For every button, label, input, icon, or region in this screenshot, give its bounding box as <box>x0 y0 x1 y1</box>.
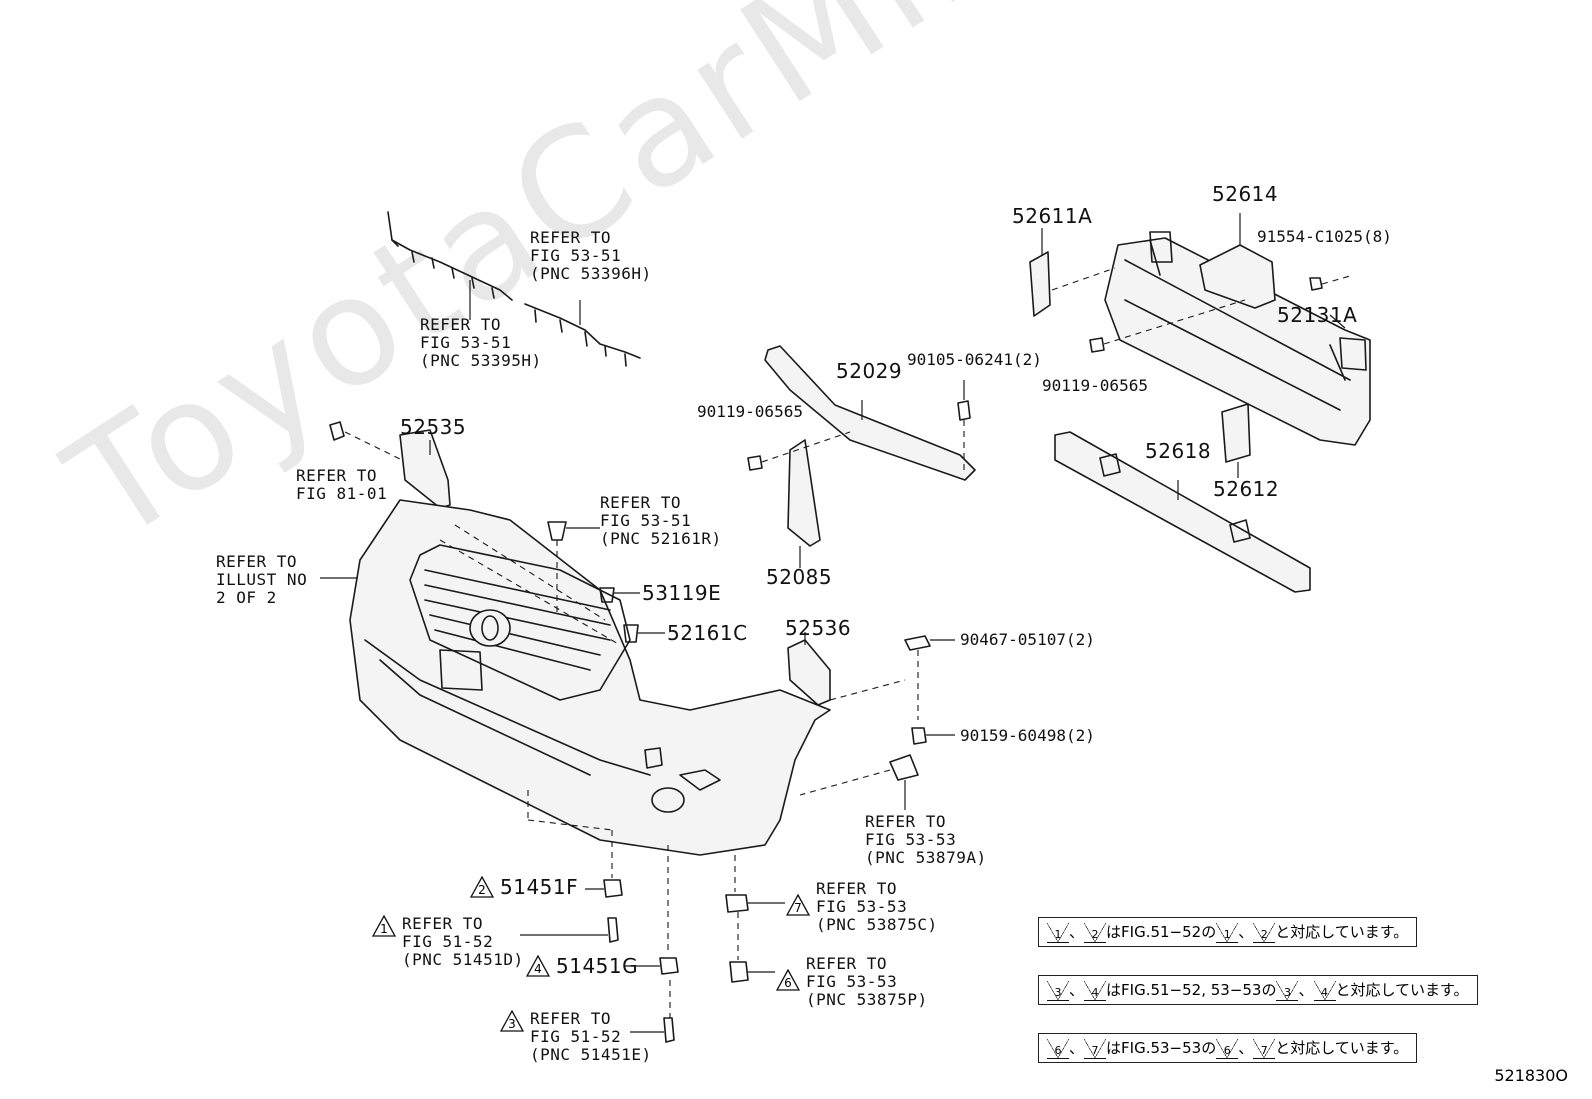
ref-51451E-row: 3 REFER TO FIG 51-52 (PNC 51451E) <box>500 1010 652 1064</box>
emblem <box>469 609 511 647</box>
label-91554: 91554-C1025(8) <box>1257 227 1392 246</box>
bolt-90159 <box>911 727 927 745</box>
label-52536: 52536 <box>785 616 852 640</box>
legend-text: と対応しています。 <box>1335 981 1469 999</box>
pad-52612 <box>1221 403 1251 463</box>
clip-90467 <box>904 635 931 651</box>
label-52029: 52029 <box>836 359 903 383</box>
label-52085: 52085 <box>766 565 833 589</box>
marker-triangle-3: 3 <box>500 1010 524 1032</box>
legend-text: はFIG.51−52, 53−53の <box>1106 981 1277 999</box>
marker-triangle-1: 1 <box>372 915 396 937</box>
label-90119-left: 90119-06565 <box>697 402 803 421</box>
label-90119-right: 90119-06565 <box>1042 376 1148 395</box>
ref-53875C-row: 7 REFER TO FIG 53-53 (PNC 53875C) <box>786 880 938 934</box>
legend-triangle: 6 <box>1216 1038 1239 1059</box>
legend-triangle: 1 <box>1047 922 1069 943</box>
marker-triangle-2: 2 <box>470 876 494 898</box>
label-51451G-row: 4 51451G <box>526 955 638 977</box>
ref-51451D-row: 1 REFER TO FIG 51-52 (PNC 51451D) <box>372 915 524 969</box>
ref-53875C: REFER TO FIG 53-53 (PNC 53875C) <box>816 879 938 934</box>
label-52614: 52614 <box>1212 182 1279 206</box>
marker-triangle-6: 6 <box>776 969 800 991</box>
label-52612: 52612 <box>1213 477 1280 501</box>
marker-triangle-4: 4 <box>526 955 550 977</box>
label-52618: 52618 <box>1145 439 1212 463</box>
label-90159: 90159-60498(2) <box>960 726 1095 745</box>
legend-text: と対応しています。 <box>1275 1039 1409 1057</box>
ref-53879A: REFER TO FIG 53-53 (PNC 53879A) <box>865 812 987 867</box>
legend-triangle: 7 <box>1084 1038 1107 1059</box>
label-51451G: 51451G <box>556 954 639 978</box>
marker-triangle-7: 7 <box>786 894 810 916</box>
molding-upper-left <box>387 211 513 301</box>
ref-51451E: REFER TO FIG 51-52 (PNC 51451E) <box>530 1009 652 1064</box>
label-51451F: 51451F <box>500 875 579 899</box>
support-52029 <box>764 345 976 481</box>
legend-text: はFIG.53−53の <box>1106 1039 1217 1057</box>
legend-triangle: 2 <box>1084 922 1107 943</box>
legend-triangle: 6 <box>1047 1038 1069 1059</box>
grille <box>409 544 631 701</box>
legend-triangle: 1 <box>1216 922 1239 943</box>
legend-triangle: 4 <box>1313 980 1336 1001</box>
ref-51451D: REFER TO FIG 51-52 (PNC 51451D) <box>402 914 524 969</box>
label-51451F-row: 2 51451F <box>470 876 578 898</box>
label-52161C: 52161C <box>667 621 748 645</box>
pad-52611A <box>1029 251 1051 317</box>
legend-triangle: 7 <box>1253 1038 1276 1059</box>
label-53119E: 53119E <box>642 581 722 605</box>
legend-triangle: 3 <box>1047 980 1069 1001</box>
legend-text: はFIG.51−52の <box>1106 923 1217 941</box>
stay-52085 <box>787 439 821 547</box>
ref-53875P-row: 6 REFER TO FIG 53-53 (PNC 53875P) <box>776 955 928 1009</box>
ref-53396H: REFER TO FIG 53-51 (PNC 53396H) <box>530 228 652 283</box>
ref-53395H: REFER TO FIG 53-51 (PNC 53395H) <box>420 315 542 370</box>
ref-52161R: REFER TO FIG 53-51 (PNC 52161R) <box>600 493 722 548</box>
label-90105: 90105-06241(2) <box>907 350 1042 369</box>
molding-upper-right <box>524 303 641 359</box>
bumper-cover <box>349 499 831 856</box>
label-52131A: 52131A <box>1277 303 1358 327</box>
bracket-52535 <box>399 429 451 509</box>
label-90467: 90467-05107(2) <box>960 630 1095 649</box>
legend-triangle: 4 <box>1084 980 1107 1001</box>
ref-illust-2: REFER TO ILLUST NO 2 OF 2 <box>216 552 308 607</box>
ref-53875P: REFER TO FIG 53-53 (PNC 53875P) <box>806 954 928 1009</box>
label-52611A: 52611A <box>1012 204 1093 228</box>
ref-81-01: REFER TO FIG 81-01 <box>296 466 388 503</box>
legend-triangle: 3 <box>1276 980 1299 1001</box>
label-52535: 52535 <box>400 415 467 439</box>
figure-code: 521830O <box>1494 1066 1568 1085</box>
legend-triangle: 2 <box>1253 922 1276 943</box>
legend-text: と対応しています。 <box>1275 923 1409 941</box>
bolt-91554 <box>1309 277 1323 291</box>
